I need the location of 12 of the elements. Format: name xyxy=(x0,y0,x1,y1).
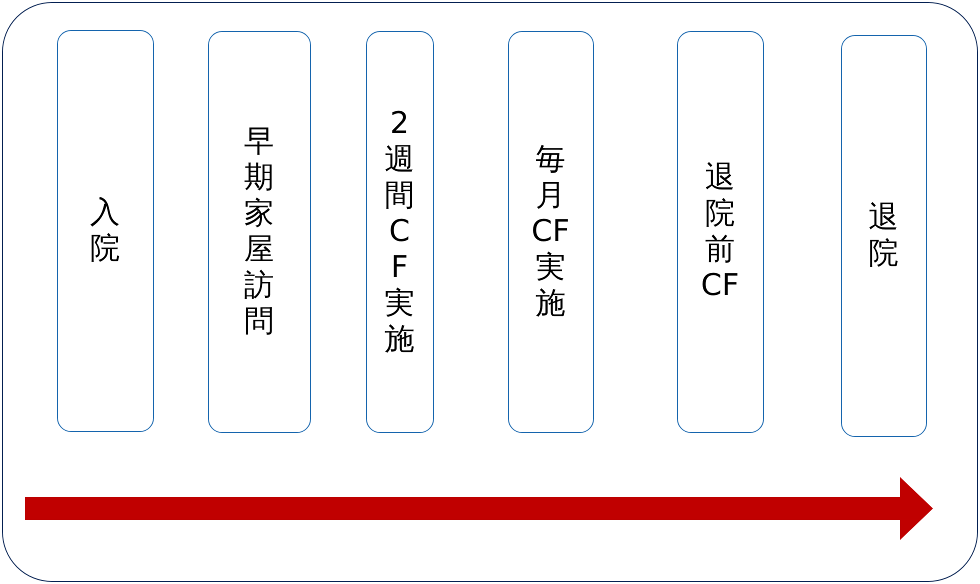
stage-label: 毎月CF実施 xyxy=(530,142,571,322)
stage-box xyxy=(208,30,310,432)
stage-box xyxy=(56,30,154,432)
stage-box xyxy=(366,30,434,432)
stage-label: 2週間CF実施 xyxy=(384,106,414,358)
stage-label: 入院 xyxy=(90,194,120,266)
stage-box xyxy=(508,30,594,432)
stage-label: 退院 xyxy=(868,200,898,272)
stage-box xyxy=(676,30,764,432)
stage-label: 退院前CF xyxy=(700,160,740,304)
stage-label: 早期家屋訪問 xyxy=(244,124,274,340)
stage-box xyxy=(840,34,926,436)
